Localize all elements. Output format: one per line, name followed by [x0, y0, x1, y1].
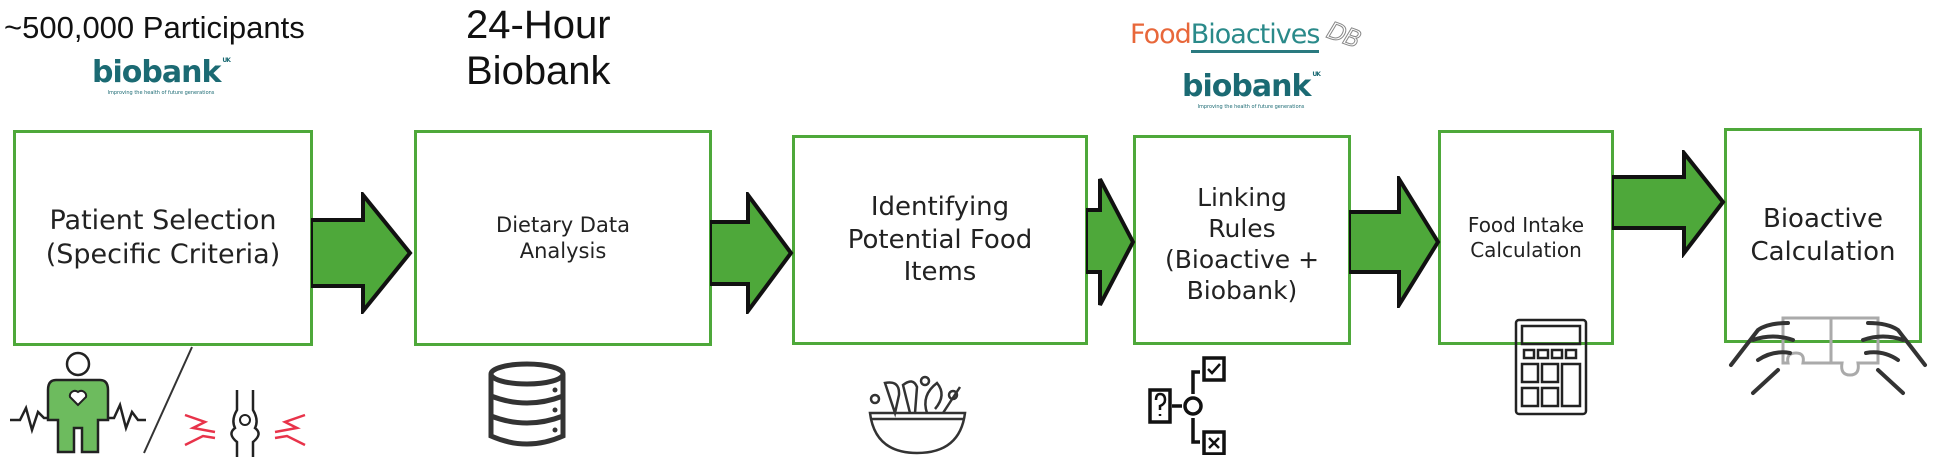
- biobank-logo-text: biobank: [1182, 69, 1311, 104]
- arrow-1: [311, 192, 413, 314]
- step-label: Dietary Data Analysis: [496, 212, 630, 263]
- biobank-logo-tagline: Improving the health of future generatio…: [107, 90, 215, 96]
- biobank-logo-tagline: Improving the health of future generatio…: [1197, 104, 1305, 110]
- calculator-icon: [1514, 318, 1588, 416]
- step-label: Bioactive Calculation: [1750, 204, 1896, 267]
- step-dietary-data-analysis: Dietary Data Analysis: [414, 130, 712, 346]
- divider-slash: [143, 346, 193, 454]
- dataset-label: 24-Hour Biobank: [466, 3, 611, 93]
- step-patient-selection: Patient Selection (Specific Criteria): [13, 130, 313, 346]
- salad-bowl-icon: [868, 375, 967, 455]
- biobank-logo-sup: UK: [1312, 71, 1320, 78]
- step-label: Linking Rules (Bioactive + Biobank): [1164, 182, 1320, 306]
- step-identifying-food-items: Identifying Potential Food Items: [792, 135, 1088, 345]
- foodbio-bioactives-text: Bioactives: [1190, 19, 1320, 53]
- biobank-logo-text: biobank: [92, 55, 221, 90]
- step-bioactive-calculation: Bioactive Calculation: [1724, 128, 1922, 343]
- decision-rules-icon: [1148, 356, 1226, 455]
- patient-heart-icon: [10, 351, 146, 454]
- step-food-intake-calculation: Food Intake Calculation: [1438, 130, 1614, 345]
- database-icon: [488, 361, 566, 447]
- arrow-2: [710, 192, 794, 314]
- step-label: Food Intake Calculation: [1467, 212, 1585, 262]
- biobank-logo-sup: UK: [222, 57, 230, 64]
- hands-puzzle-icon: [1729, 316, 1927, 395]
- knee-pain-icon: [184, 390, 306, 457]
- foodbio-db-text: DB: [1323, 16, 1365, 55]
- step-label: Identifying Potential Food Items: [847, 192, 1033, 288]
- step-label: Patient Selection (Specific Criteria): [45, 205, 281, 270]
- arrow-3: [1086, 178, 1136, 306]
- arrow-5: [1612, 150, 1726, 258]
- participants-label: ~500,000 Participants: [4, 10, 305, 45]
- foodbio-food-text: Food: [1130, 19, 1192, 50]
- step-linking-rules: Linking Rules (Bioactive + Biobank): [1133, 135, 1351, 345]
- arrow-4: [1349, 176, 1441, 308]
